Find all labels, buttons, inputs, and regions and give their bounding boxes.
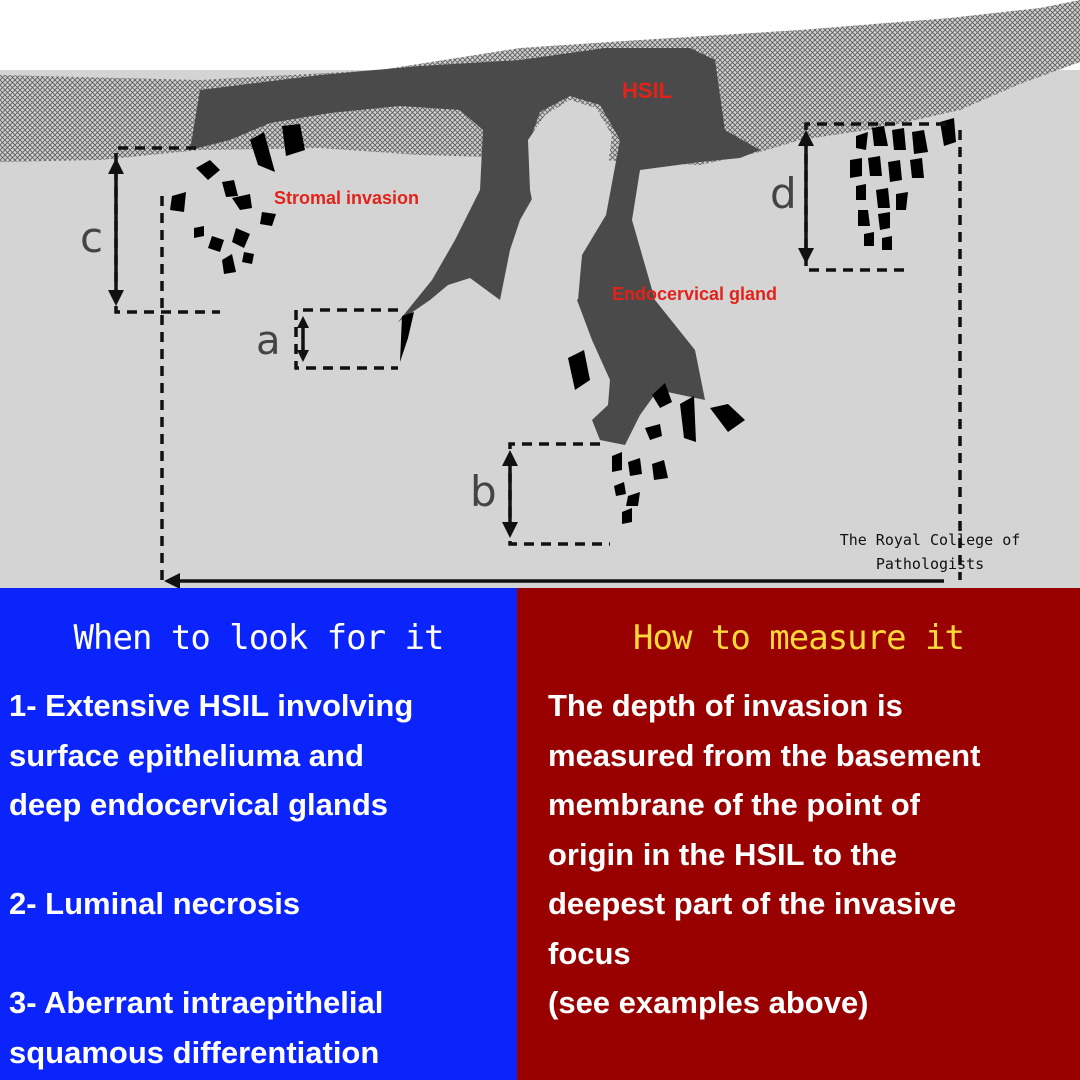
when-to-look-panel: When to look for it 1- Extensive HSIL in… xyxy=(0,588,517,1080)
label-a: a xyxy=(256,318,281,364)
when-to-look-list: 1- Extensive HSIL involving surface epit… xyxy=(9,681,509,1077)
how-to-measure-panel: How to measure it The depth of invasion … xyxy=(517,588,1080,1080)
label-endocervical-gland: Endocervical gland xyxy=(612,284,777,304)
credit-line-2: Pathologists xyxy=(875,555,985,573)
measure-line: measured from the basement xyxy=(548,737,981,773)
measure-line: (see examples above) xyxy=(548,985,869,1020)
label-c: c xyxy=(80,213,103,262)
credit-line-1: The Royal College of xyxy=(839,531,1021,549)
how-to-measure-text: The depth of invasion is measured from t… xyxy=(548,681,1070,1028)
criterion-line: squamous differentiation xyxy=(9,1034,380,1070)
invasion-depth-diagram: c a b d HSIL Stromal invasion Endocervic… xyxy=(0,0,1080,588)
measure-line: deepest part of the invasive xyxy=(548,886,957,921)
measurement-arrows xyxy=(108,130,944,588)
measure-line: focus xyxy=(548,935,631,971)
stromal-invasion-fragments xyxy=(170,124,305,274)
measure-line: origin in the HSIL to the xyxy=(548,836,898,872)
gland-lumen xyxy=(528,100,612,300)
label-d: d xyxy=(770,169,797,218)
measure-line: The depth of invasion is xyxy=(548,688,903,723)
label-stromal-invasion: Stromal invasion xyxy=(274,188,419,208)
when-to-look-heading: When to look for it xyxy=(73,618,445,658)
criterion-line: 2- Luminal necrosis xyxy=(9,886,301,921)
gland-invasion-fragments xyxy=(568,350,745,524)
criterion-line: surface epitheliuma and xyxy=(9,737,364,773)
measurement-a-box xyxy=(294,308,398,370)
surface-invasion-fragments xyxy=(850,118,956,250)
label-b: b xyxy=(470,467,497,516)
criterion-line: 3- Aberrant intraepithelial xyxy=(9,985,384,1020)
criterion-line: deep endocervical glands xyxy=(9,787,389,822)
label-hsil: HSIL xyxy=(622,78,672,103)
how-to-measure-heading: How to measure it xyxy=(633,618,965,658)
criterion-line: 1- Extensive HSIL involving xyxy=(9,688,414,723)
source-credit: The Royal College of Pathologists xyxy=(820,528,1040,576)
hsil-tissue xyxy=(190,48,760,445)
invasion-spike-a xyxy=(400,312,414,362)
measure-line: membrane of the point of xyxy=(548,787,920,822)
